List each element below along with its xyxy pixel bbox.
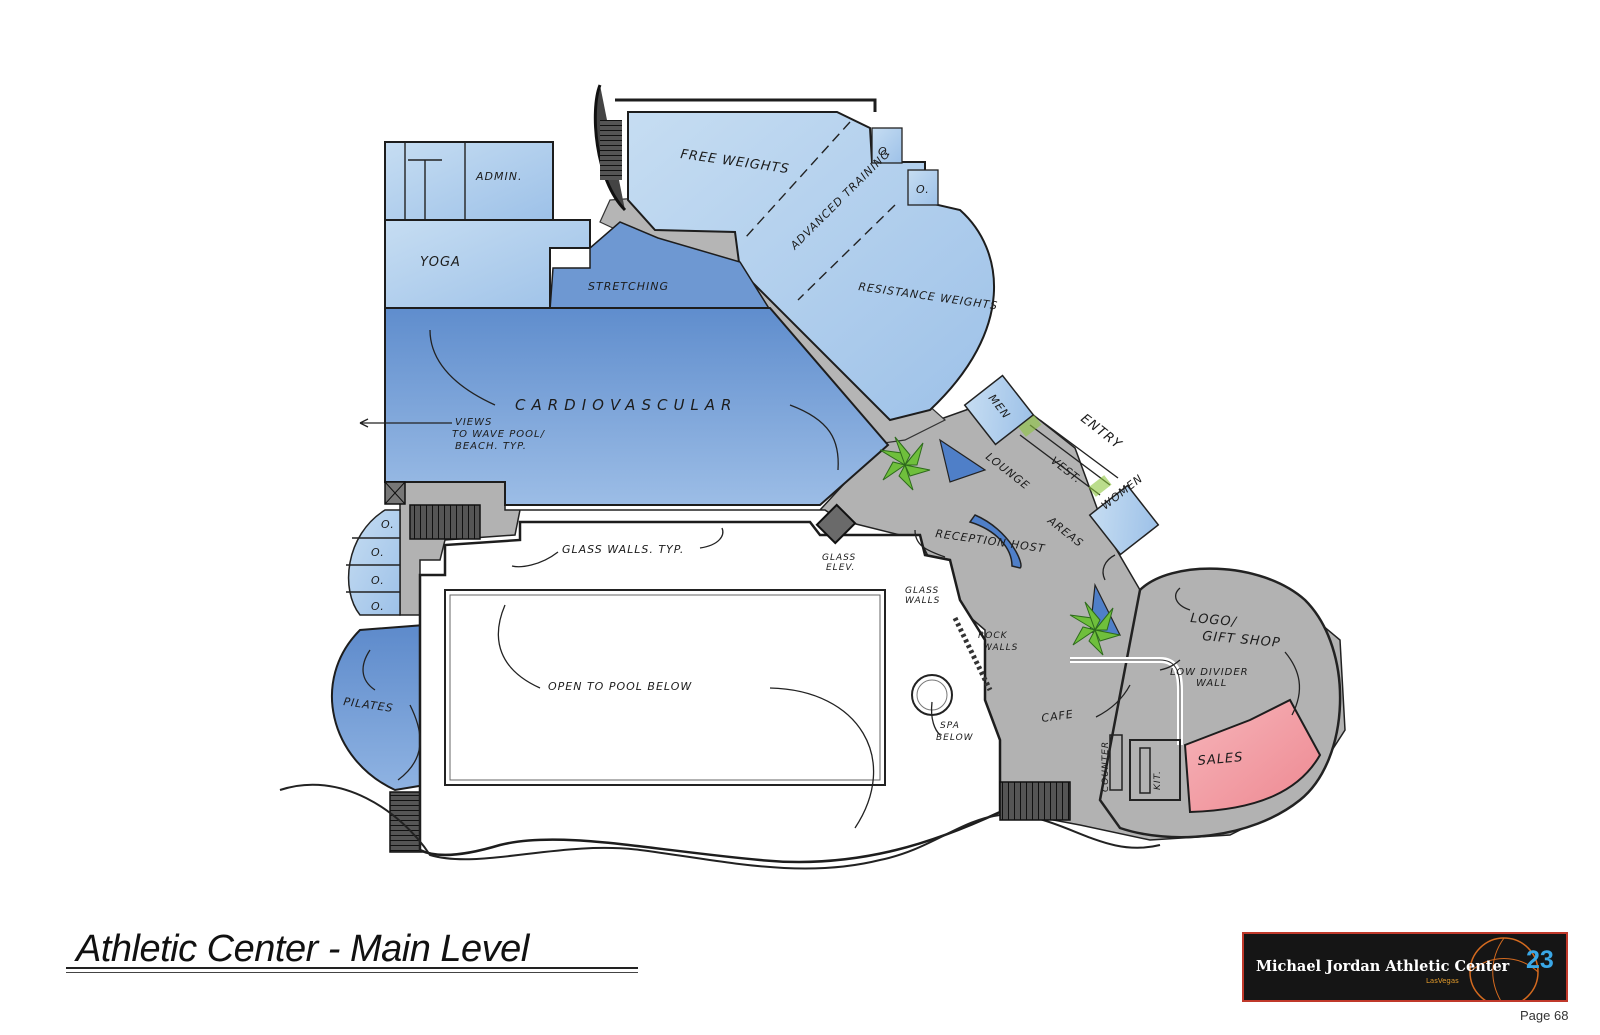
planters xyxy=(879,436,1122,656)
weights-wing xyxy=(593,84,996,422)
logo-city: LasVegas xyxy=(1426,977,1459,985)
label-admin: ADMIN. xyxy=(475,170,522,183)
logo-number: 23 xyxy=(1526,946,1554,974)
note-glass-walls-2: WALLS xyxy=(905,596,940,606)
cafe-area xyxy=(1070,657,1183,801)
reception-desk xyxy=(968,514,1022,569)
title-underline xyxy=(66,967,638,969)
restrooms xyxy=(963,374,1160,556)
note-low-divider-1: LOW DIVIDER xyxy=(1170,667,1249,678)
stairs-southeast xyxy=(999,781,1071,821)
label-office-a: O. xyxy=(878,145,892,158)
note-glass-walls-1: GLASS xyxy=(905,586,939,596)
note-views-3: BEACH. TYP. xyxy=(455,441,527,452)
label-office-e: O. xyxy=(371,574,385,587)
note-rock-walls-2: WALLS xyxy=(983,643,1018,653)
page-number: Page 68 xyxy=(1520,1008,1569,1023)
label-sales: SALES xyxy=(1197,750,1244,769)
west-offices xyxy=(346,481,481,616)
note-low-divider-2: WALL xyxy=(1196,678,1227,689)
label-gift-shop: GIFT SHOP xyxy=(1202,629,1282,651)
label-kit: KIT. xyxy=(1153,770,1163,790)
glass-elevator xyxy=(815,503,857,545)
label-yoga: YOGA xyxy=(420,255,461,270)
note-glass-elev-2: ELEV. xyxy=(826,563,855,573)
basketball-icon xyxy=(1469,937,1539,1000)
pilates-room xyxy=(331,623,426,792)
note-spa-below-1: SPA xyxy=(940,721,960,731)
label-office-d: O. xyxy=(371,546,385,559)
note-views-1: VIEWS xyxy=(455,417,492,428)
logo-badge: Michael Jordan Athletic Center LasVegas … xyxy=(1242,932,1568,1002)
note-views-2: TO WAVE POOL/ xyxy=(452,429,546,440)
label-office-f: O. xyxy=(371,600,385,613)
note-rock-walls-1: ROCK xyxy=(978,631,1008,641)
logo-name: Michael Jordan Athletic Center xyxy=(1256,958,1510,975)
label-cafe: CAFE xyxy=(1041,708,1075,725)
title-underline-secondary xyxy=(66,972,638,973)
label-logo: LOGO/ xyxy=(1190,611,1239,630)
west-wing xyxy=(384,141,772,311)
label-stretching: STRETCHING xyxy=(588,280,669,293)
label-counter: COUNTER xyxy=(1101,741,1111,792)
note-glass-walls-typ: GLASS WALLS. TYP. xyxy=(562,543,684,556)
label-cardiovascular: CARDIOVASCULAR xyxy=(515,396,737,414)
label-entry: ENTRY xyxy=(1078,411,1125,452)
stairs-north xyxy=(600,120,622,180)
note-glass-elev-1: GLASS xyxy=(822,553,856,563)
label-office-b: O. xyxy=(916,183,930,196)
annotation-arrows xyxy=(359,329,1301,829)
page-title: Athletic Center - Main Level xyxy=(76,928,529,970)
sales-area xyxy=(1183,698,1322,814)
note-spa-below-2: BELOW xyxy=(936,733,974,743)
note-open-to-pool: OPEN TO POOL BELOW xyxy=(548,680,692,693)
label-office-c: O. xyxy=(381,518,395,531)
